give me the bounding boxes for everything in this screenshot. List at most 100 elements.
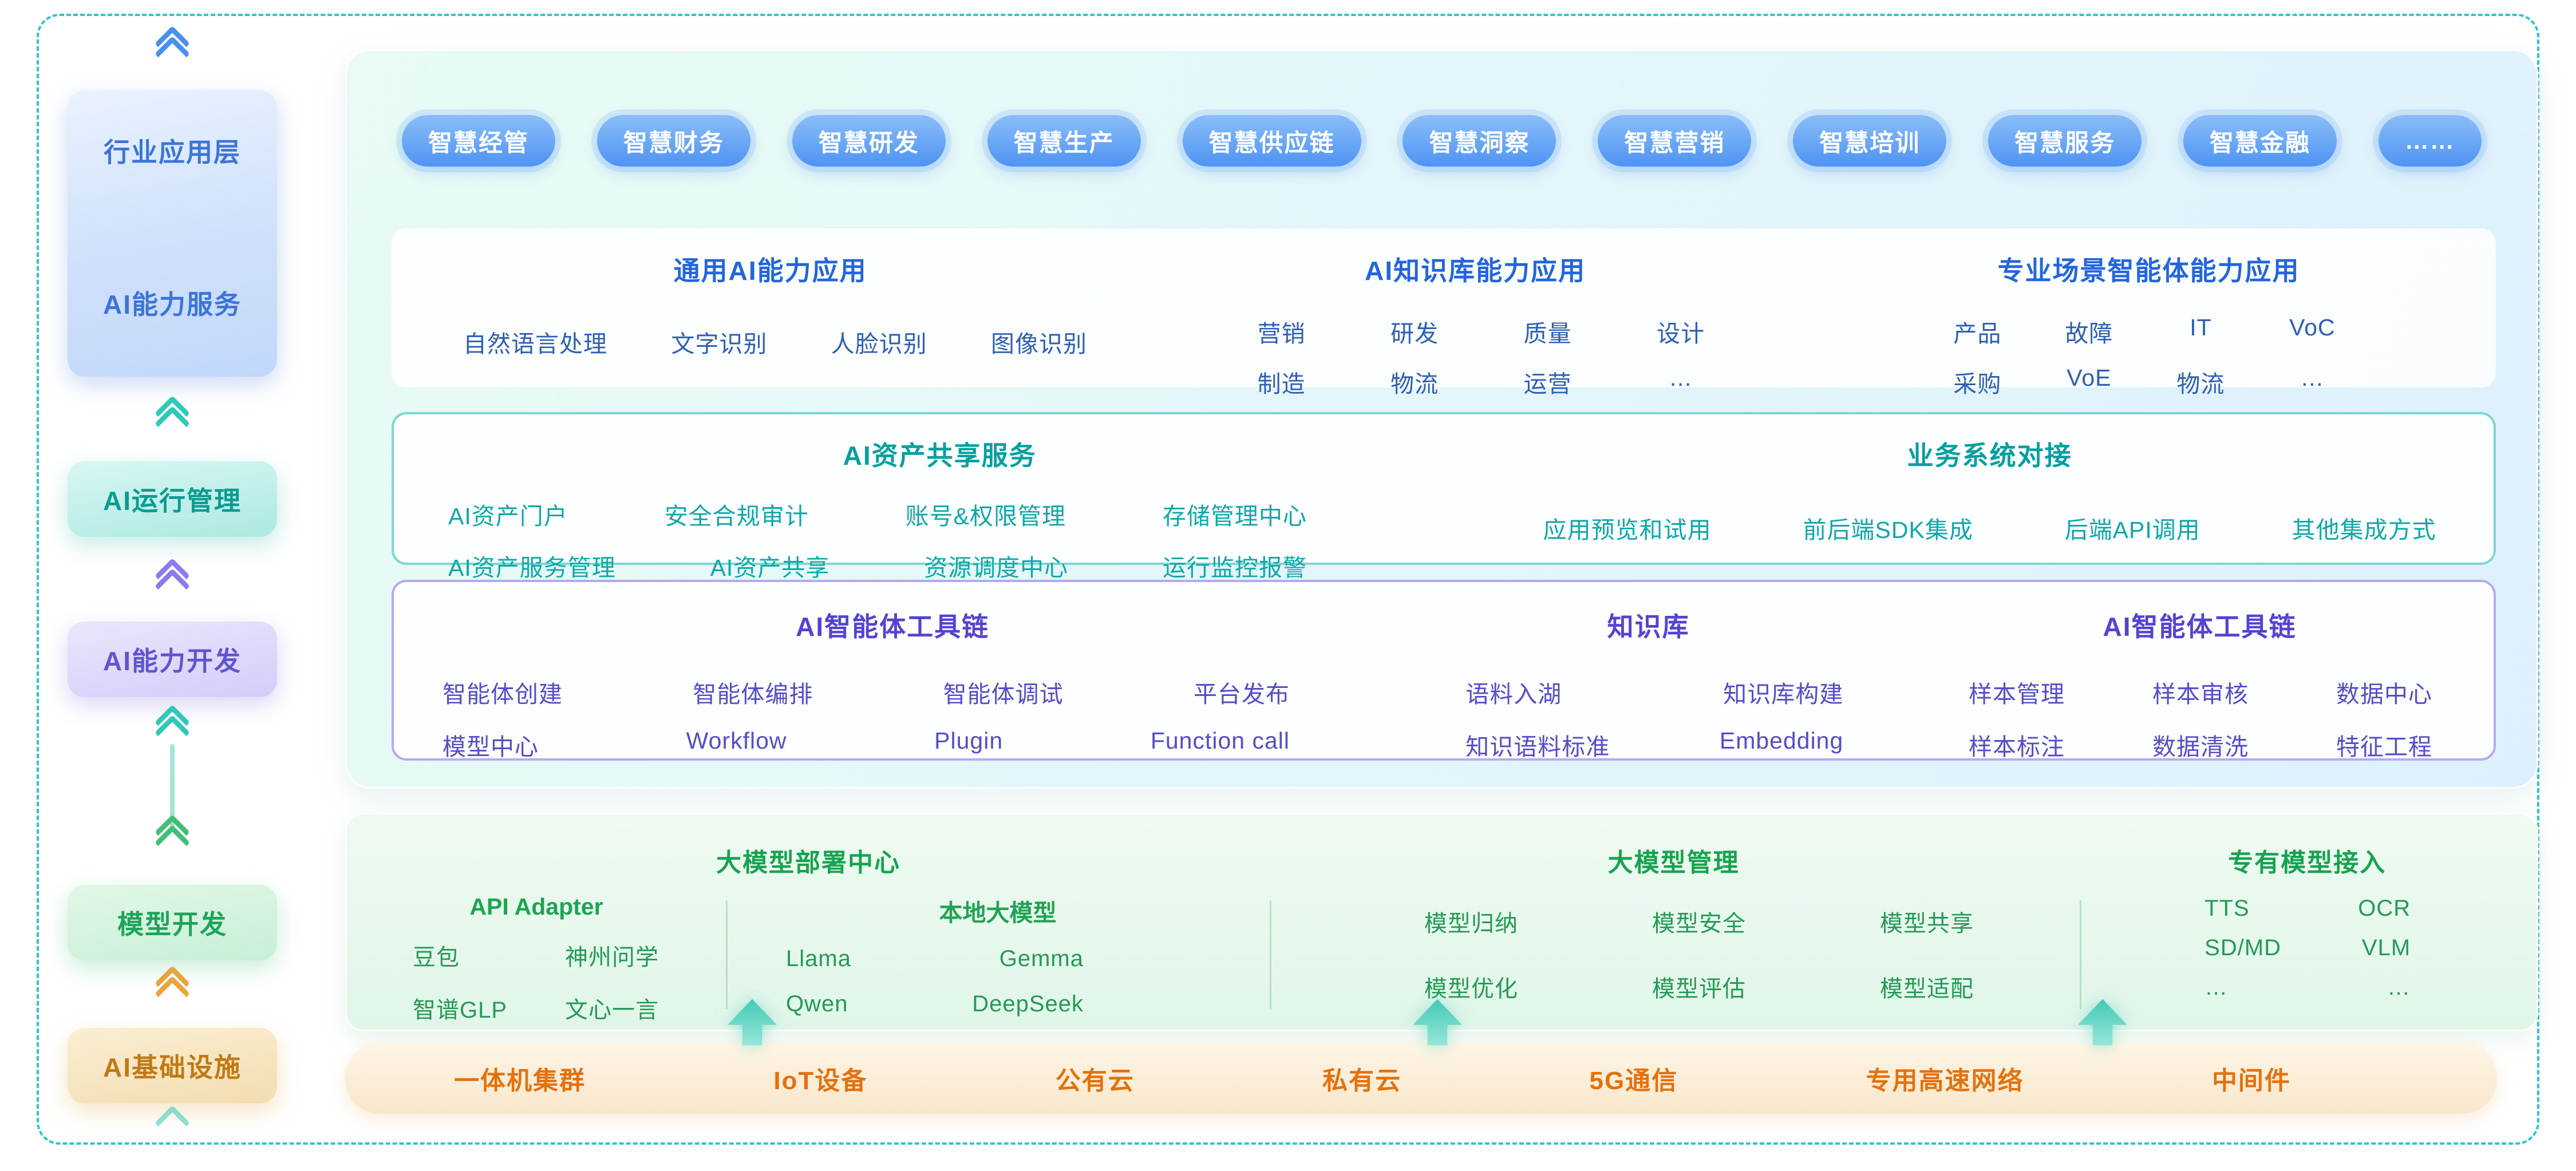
integration-item: 其他集成方式 [2291,517,2436,543]
chevron-up-icon [154,1105,191,1141]
group-title: 业务系统对接 [1907,441,2072,470]
general-ai-group: 通用AI能力应用 自然语言处理文字识别人脸识别图像识别 [392,228,1149,387]
model-item: SD/MD [2204,935,2282,960]
chevron-up-icon [154,25,191,72]
model-item: Qwen [786,991,848,1016]
up-arrow-icon [2077,999,2128,1046]
asset-item: AI资产共享 [710,555,830,581]
toolchain-item: 特征工程 [2336,734,2432,760]
toolchain-item: Plugin [934,727,1003,754]
sub-title: 本地大模型 [939,900,1057,926]
industry-pill: 智慧研发 [792,115,946,167]
infrastructure-item: 公有云 [1055,1067,1135,1095]
capability-item: … [2300,365,2325,391]
toolchain-item: 样本标注 [1968,734,2065,760]
group-title: AI智能体工具链 [796,612,990,642]
knowledge-row: 制造物流运营… [1215,365,1747,399]
asset-item: AI资产服务管理 [448,555,616,581]
asset-item: 存储管理中心 [1162,503,1307,529]
toolchain-item: 知识库构建 [1723,681,1844,707]
toolchain-item: 样本管理 [1968,681,2065,707]
layer-ai-development: AI能力开发 [68,622,277,697]
layer-label-ai-dev: AI能力开发 [103,646,242,676]
up-arrow-icon [727,999,777,1046]
group-title: AI资产共享服务 [843,441,1037,470]
block-title: 大模型部署中心 [716,849,900,877]
asset-item: 资源调度中心 [924,555,1069,581]
asset-share-row: AI资产门户安全合规审计账号&权限管理存储管理中心 [448,497,1307,531]
capability-item: VoC [2289,314,2336,341]
capability-item: VoE [2067,365,2112,391]
model-item: 豆包 [413,945,460,970]
layer-ai-operations: AI运行管理 [68,461,277,537]
toolchain-item: 样本审核 [2152,681,2249,707]
capability-card: 通用AI能力应用 自然语言处理文字识别人脸识别图像识别 AI知识库能力应用 营销… [392,228,2496,397]
industry-pill: 智慧生产 [987,115,1141,167]
layer-label-industry: 行业应用层 [104,137,241,167]
model-item: 模型归纳 [1424,911,1518,936]
layer-label-ai-service: AI能力服务 [103,290,242,319]
block-title: 专有模型接入 [2228,849,2387,877]
system-integration-group: 业务系统对接 应用预览和试用 前后端SDK集成 后端API调用 其他集成方式 [1485,414,2494,563]
api-model-row: 豆包 神州问学 [413,939,659,972]
knowledge-row: 营销研发质量设计 [1215,314,1747,349]
model-item: 神州问学 [565,945,659,970]
toolchain-item: 语料入湖 [1465,681,1562,707]
model-item: … [2204,975,2229,1000]
kb-row: 语料入湖 知识库构建 [1465,675,1843,709]
toolchain-item: 模型中心 [442,734,539,760]
industry-pill: 智慧经管 [402,115,556,167]
knowledge-ai-group: AI知识库能力应用 营销研发质量设计 制造物流运营… [1149,228,1801,397]
data-row: 样本管理样本审核数据中心 [1969,675,2432,709]
layer-rail: 行业应用层 AI能力服务 AI运行管理 AI能力开发 模型开发 AI基础设施 [0,0,343,1171]
toolchain-item: 知识语料标准 [1465,734,1610,760]
toolchain-item: 智能体创建 [442,681,563,707]
industry-pill: 智慧培训 [1793,115,1947,167]
capability-item: 营销 [1257,321,1306,347]
layer-ai-infrastructure: AI基础设施 [68,1028,277,1103]
industry-pill: 智慧服务 [1988,115,2142,167]
model-item: DeepSeek [972,991,1084,1016]
model-manage-block: 大模型管理 模型归纳模型安全模型共享 模型优化模型评估模型适配 [1270,814,2077,1030]
infrastructure-item: 中间件 [2211,1067,2291,1095]
group-title: AI智能体工具链 [2103,612,2297,642]
integration-item: 后端API调用 [2064,517,2200,543]
model-item: 智谱GLP [413,998,508,1023]
data-toolchain-group: AI智能体工具链 样本管理样本审核数据中心 样本标注数据清洗特征工程 [1906,582,2494,760]
integration-items: 应用预览和试用 前后端SDK集成 后端API调用 其他集成方式 [1543,511,2436,545]
capability-item: 运营 [1523,371,1572,397]
toolchain-item: 智能体调试 [943,681,1064,707]
agent-row: 智能体创建智能体编排智能体调试平台发布 [442,675,1290,709]
model-item: 模型适配 [1880,976,1974,1002]
divider [2080,900,2081,1009]
industry-pill: 智慧供应链 [1182,115,1361,167]
layer-model-development: 模型开发 [68,885,277,960]
capability-item: … [1669,365,1693,391]
model-item: Gemma [999,946,1084,971]
integration-item: 前后端SDK集成 [1803,517,1973,543]
asset-share-group: AI资产共享服务 AI资产门户安全合规审计账号&权限管理存储管理中心 AI资产服… [394,414,1485,581]
divider [726,900,728,1009]
block-title: 大模型管理 [1607,849,1740,877]
integration-item: 应用预览和试用 [1543,517,1712,543]
industry-pill: 智慧金融 [2183,115,2337,167]
capability-item: 物流 [2176,371,2225,397]
chevron-up-icon [154,395,191,442]
asset-item: 安全合规审计 [664,503,809,529]
connector-line [170,744,175,830]
general-ai-items: 自然语言处理文字识别人脸识别图像识别 [463,325,1087,359]
